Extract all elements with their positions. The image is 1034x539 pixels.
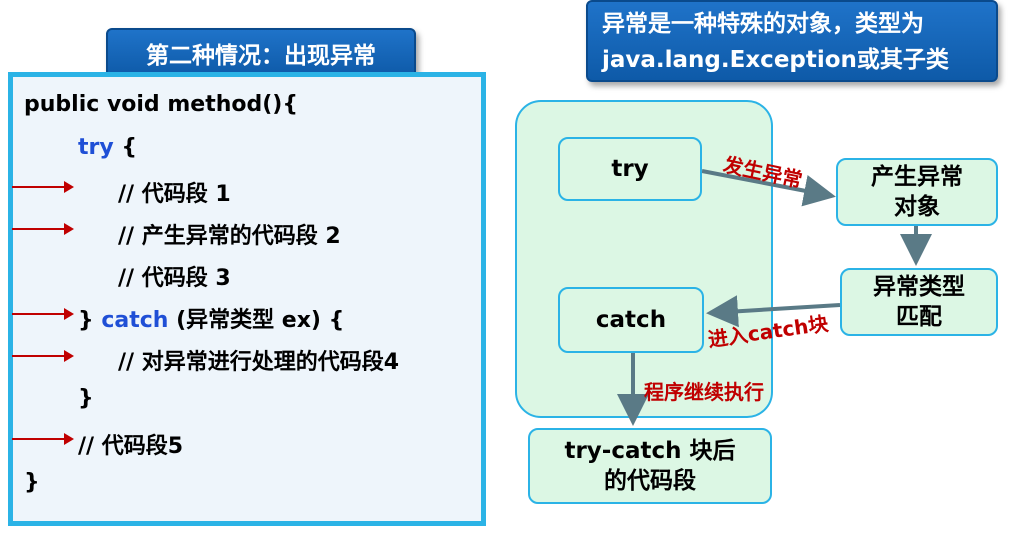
code-line-4: // 产生异常的代码段 2 <box>118 224 341 249</box>
type-match-label-2: 匹配 <box>896 304 942 330</box>
code-panel <box>8 72 486 526</box>
section-title-text: 第二种情况：出现异常 <box>146 43 376 69</box>
catch-node-label: catch <box>595 307 667 333</box>
try-node: try <box>558 137 702 201</box>
code-line-6-brace: } <box>78 308 102 333</box>
exception-object-label-2: 对象 <box>894 194 940 220</box>
exception-note-line-1: 异常是一种特殊的对象，类型为 <box>602 11 924 37</box>
exception-object-node: 产生异常 对象 <box>836 158 998 226</box>
code-line-6: } catch (异常类型 ex) { <box>78 302 344 334</box>
after-block-label-1: try-catch 块后 <box>564 438 736 464</box>
catch-node: catch <box>558 287 704 353</box>
execution-arrow-icon <box>12 308 74 320</box>
code-line-1: public void method(){ <box>24 92 299 117</box>
catch-keyword: catch <box>101 308 169 333</box>
code-line-2: try { <box>78 135 137 160</box>
section-title: 第二种情况：出现异常 <box>106 28 416 78</box>
code-line-8: } <box>78 386 94 411</box>
after-block-label-2: 的代码段 <box>604 468 696 494</box>
code-line-2-rest: { <box>113 135 138 160</box>
code-line-6-rest: (异常类型 ex) { <box>168 308 345 333</box>
exception-note-line-2: java.lang.Exception或其子类 <box>602 47 949 73</box>
exception-note: 异常是一种特殊的对象，类型为 java.lang.Exception或其子类 <box>586 0 998 82</box>
try-keyword: try <box>78 135 114 160</box>
code-line-7: // 对异常进行处理的代码段4 <box>118 350 400 375</box>
exception-object-label-1: 产生异常 <box>871 164 963 190</box>
code-line-9: // 代码段5 <box>78 434 184 459</box>
arrow-match-to-catch <box>706 295 841 328</box>
execution-arrow-icon <box>12 223 74 235</box>
execution-arrow-icon <box>12 433 74 445</box>
type-match-label-1: 异常类型 <box>873 274 965 300</box>
execution-arrow-icon <box>12 350 74 362</box>
after-block-node: try-catch 块后 的代码段 <box>528 428 772 504</box>
label-continue-execution: 程序继续执行 <box>644 380 764 404</box>
code-line-5: // 代码段 3 <box>118 266 231 291</box>
try-node-label: try <box>611 156 649 182</box>
code-line-10: } <box>24 470 40 495</box>
type-match-node: 异常类型 匹配 <box>840 268 998 336</box>
execution-arrow-icon <box>12 181 74 193</box>
arrow-try-to-exception <box>701 169 836 207</box>
code-line-3: // 代码段 1 <box>118 182 231 207</box>
